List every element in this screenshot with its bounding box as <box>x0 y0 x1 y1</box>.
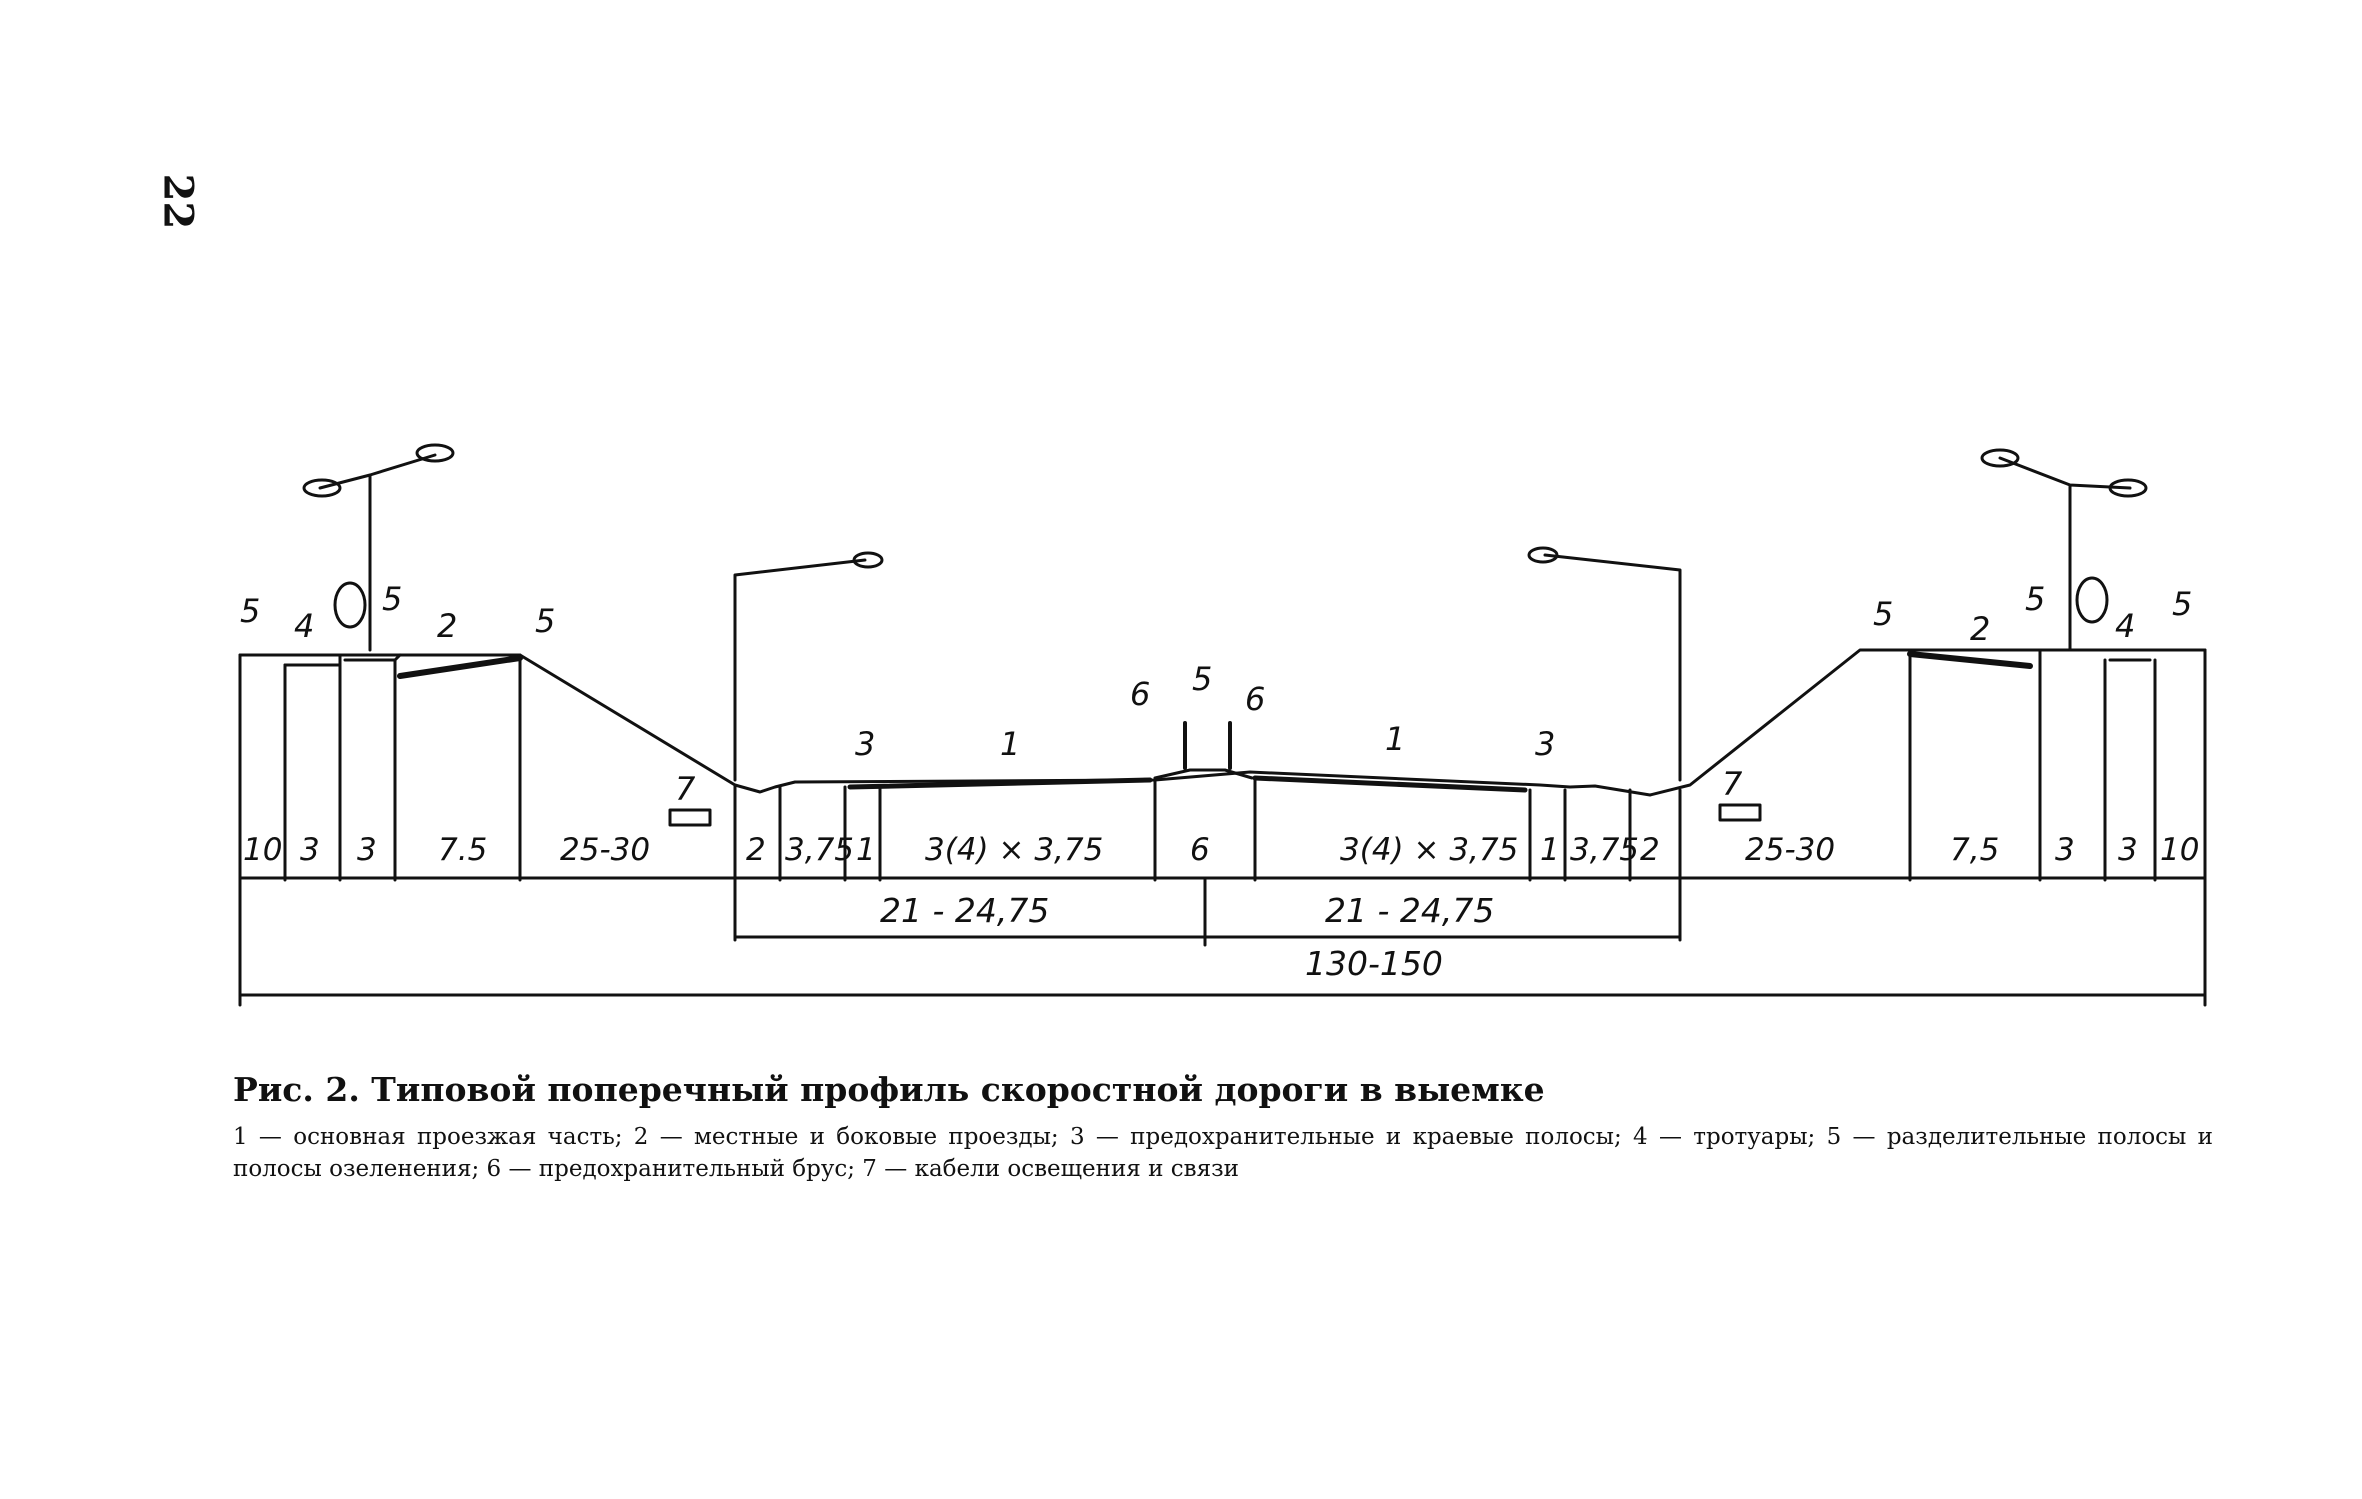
median-bump <box>1153 768 1254 780</box>
width-7-5-left: 7.5 <box>438 832 487 868</box>
width-10-right: 10 <box>2160 832 2199 868</box>
right-local-road <box>1907 651 2033 669</box>
left-local-road <box>397 655 523 679</box>
lamp-post-left-inner <box>733 558 867 782</box>
figure-title: Рис. 2. Типовой поперечный профиль скоро… <box>233 1070 1545 1109</box>
cross-section-diagram: 5 4 5 2 5 7 3 1 6 5 6 1 3 5 2 5 4 5 7 10… <box>238 443 2207 1007</box>
callout-3-right: 3 <box>1535 725 1555 763</box>
width-10-left: 10 <box>243 832 282 868</box>
callout-5-right-edge: 5 <box>2172 585 2192 623</box>
callout-5-left-edge: 5 <box>240 592 260 630</box>
callout-2-left: 2 <box>437 607 457 645</box>
callout-7-left: 7 <box>675 770 696 808</box>
width-25-30-left: 25-30 <box>560 832 650 868</box>
width-2-left: 2 <box>746 832 766 868</box>
width-3-75-left: 3,75 <box>785 832 854 868</box>
right-carriageway <box>1252 775 1528 793</box>
callout-2-right: 2 <box>1970 610 1990 648</box>
lamp-head <box>1980 448 2020 468</box>
callout-1-left: 1 <box>1000 725 1020 763</box>
lamp-head <box>2108 478 2148 498</box>
width-lanes-right: 3(4) × 3,75 <box>1340 832 1518 868</box>
left-carriageway <box>847 777 1153 790</box>
width-6-median: 6 <box>1190 832 1210 868</box>
callout-5-right-slope: 5 <box>1873 595 1893 633</box>
cable-block-left <box>668 808 712 827</box>
section-lines <box>238 648 2207 942</box>
width-3-right-b: 3 <box>2118 832 2138 868</box>
callout-4-right: 4 <box>2115 607 2135 645</box>
callout-5-right-tree: 5 <box>2025 580 2045 618</box>
width-3-right-a: 3 <box>2055 832 2075 868</box>
callout-5-center: 5 <box>1192 660 1212 698</box>
cable-block-right <box>1718 803 1762 822</box>
half-width-right: 21 - 24,75 <box>1325 891 1494 930</box>
callout-3-left: 3 <box>855 725 875 763</box>
width-3-left-a: 3 <box>300 832 320 868</box>
callout-4-left: 4 <box>294 607 314 645</box>
lamp-post-right-inner <box>1543 553 1682 782</box>
lamp-head <box>1527 546 1559 564</box>
ground-profile <box>238 648 2207 797</box>
tree-left <box>333 581 367 629</box>
half-width-left: 21 - 24,75 <box>880 891 1049 930</box>
lamp-head <box>302 478 342 498</box>
callout-7-right: 7 <box>1722 765 1743 803</box>
width-7-5-right: 7,5 <box>1950 832 1999 868</box>
callout-6-left: 6 <box>1130 675 1150 713</box>
width-3-75-right: 3,75 <box>1570 832 1639 868</box>
lamp-head <box>415 443 455 463</box>
callout-6-right: 6 <box>1245 680 1265 718</box>
width-lanes-left: 3(4) × 3,75 <box>925 832 1103 868</box>
width-1-left: 1 <box>856 832 876 868</box>
width-25-30-right: 25-30 <box>1745 832 1835 868</box>
width-2-right: 2 <box>1640 832 1660 868</box>
width-1-right: 1 <box>1540 832 1560 868</box>
figure-legend: 1 — основная проезжая часть; 2 — местные… <box>233 1124 2213 1182</box>
callout-5-left-slope: 5 <box>535 602 555 640</box>
callout-1-right: 1 <box>1385 720 1405 758</box>
tree-right <box>2075 576 2109 624</box>
overall-width: 130-150 <box>1305 944 1443 983</box>
callout-5-left-tree: 5 <box>382 580 402 618</box>
width-3-left-b: 3 <box>357 832 377 868</box>
lamp-head <box>852 551 884 569</box>
dimension-ends <box>238 868 2207 1007</box>
